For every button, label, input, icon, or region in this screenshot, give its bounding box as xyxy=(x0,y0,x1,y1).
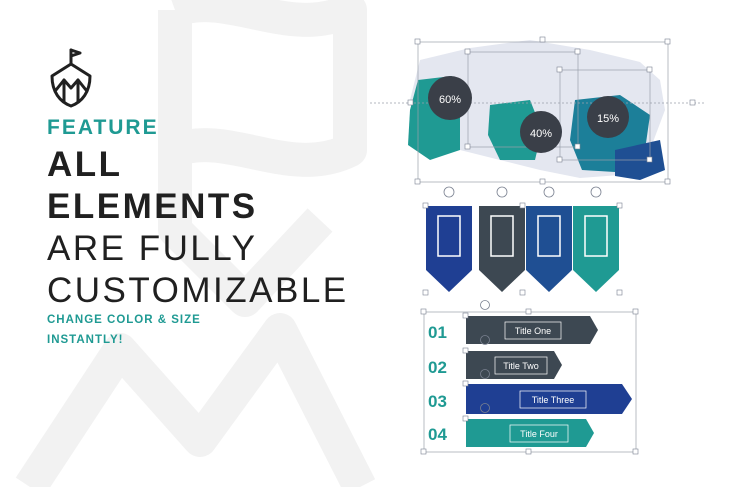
step-4: 04 Title Four xyxy=(428,419,594,447)
step-title-4: Title Four xyxy=(520,429,558,439)
step-number-4: 04 xyxy=(428,425,447,444)
headline-line-3: ARE FULLY xyxy=(47,229,258,268)
brand-logo-icon xyxy=(50,48,92,108)
map-bubble-2: 40% xyxy=(520,111,562,153)
headline-line-4: CUSTOMIZABLE xyxy=(47,271,349,310)
step-number-1: 01 xyxy=(428,323,447,342)
step-number-3: 03 xyxy=(428,392,447,411)
step-1: 01 Title One xyxy=(428,316,598,344)
banner-blue xyxy=(526,186,572,292)
step-2: 02 Title Two xyxy=(428,351,562,379)
showcase-artwork: 60% 40% 15% xyxy=(370,36,705,455)
bubble-label-3: 15% xyxy=(597,113,619,125)
map-bubble-1: 60% xyxy=(428,76,472,120)
step-title-2: Title Two xyxy=(503,361,539,371)
step-number-2: 02 xyxy=(428,358,447,377)
subline-1: CHANGE COLOR & SIZE xyxy=(47,314,201,326)
banner-teal xyxy=(573,186,619,292)
subline-2: INSTANTLY! xyxy=(47,334,124,346)
step-title-3: Title Three xyxy=(532,395,575,405)
bubble-label-2: 40% xyxy=(530,128,552,140)
headline-line-1: ALL xyxy=(47,145,123,184)
step-3: 03 Title Three xyxy=(428,384,632,414)
map-group: 60% 40% 15% xyxy=(370,36,705,185)
feature-label: FEATURE xyxy=(47,116,159,139)
headline-line-2: ELEMENTS xyxy=(47,187,258,226)
banner-slate xyxy=(479,186,525,292)
banner-group xyxy=(422,186,623,296)
map-bubble-3: 15% xyxy=(587,96,629,138)
bubble-label-1: 60% xyxy=(439,94,461,106)
steps-group: 01 Title One 02 Title Two 03 Title Three… xyxy=(420,300,639,455)
step-title-1: Title One xyxy=(515,326,551,336)
banner-navy xyxy=(426,186,472,292)
